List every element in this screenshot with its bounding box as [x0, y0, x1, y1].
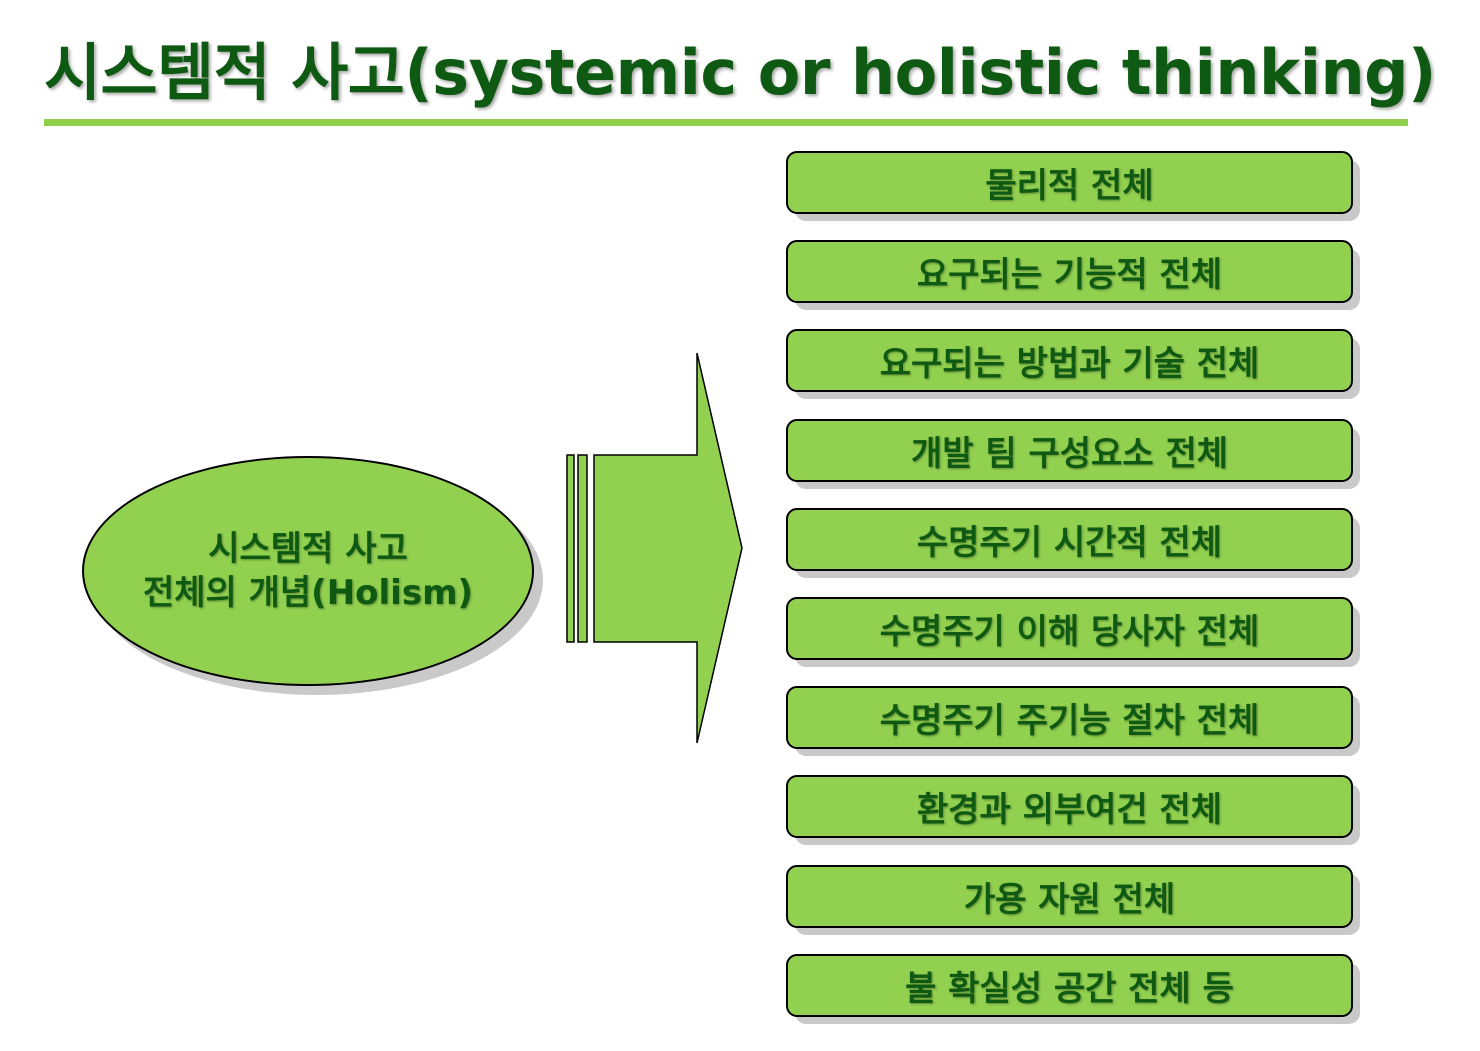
- list-item: 가용 자원 전체: [786, 864, 1366, 954]
- list-item: 요구되는 기능적 전체: [786, 240, 1366, 329]
- item-box: 개발 팀 구성요소 전체: [786, 418, 1353, 482]
- item-box: 환경과 외부여건 전체: [786, 775, 1353, 839]
- item-box: 가용 자원 전체: [786, 864, 1353, 928]
- list-item: 개발 팀 구성요소 전체: [786, 418, 1366, 508]
- item-box: 수명주기 주기능 절차 전체: [786, 686, 1353, 750]
- list-item: 수명주기 주기능 절차 전체: [786, 686, 1366, 775]
- list-item: 물리적 전체: [786, 151, 1366, 240]
- item-box: 요구되는 방법과 기술 전체: [786, 329, 1353, 393]
- concept-line-2: 전체의 개념(Holism): [142, 573, 474, 613]
- slide-title: 시스템적 사고(systemic or holistic thinking): [44, 36, 1436, 109]
- list-item: 수명주기 시간적 전체: [786, 507, 1366, 597]
- item-box: 수명주기 시간적 전체: [786, 507, 1353, 571]
- list-item: 불 확실성 공간 전체 등: [786, 953, 1366, 1043]
- concept-ellipse: 시스템적 사고 전체의 개념(Holism): [82, 456, 534, 686]
- title-underline: [44, 119, 1408, 126]
- item-box: 물리적 전체: [786, 151, 1353, 214]
- list-item: 수명주기 이해 당사자 전체: [786, 596, 1366, 686]
- right-arrow-icon: [566, 352, 743, 744]
- list-item: 환경과 외부여건 전체: [786, 775, 1366, 864]
- item-box: 요구되는 기능적 전체: [786, 240, 1353, 304]
- item-box: 수명주기 이해 당사자 전체: [786, 596, 1353, 660]
- holism-item-list: 물리적 전체 요구되는 기능적 전체 요구되는 방법과 기술 전체 개발 팀 구…: [786, 151, 1366, 1043]
- item-box: 불 확실성 공간 전체 등: [786, 953, 1353, 1017]
- concept-line-1: 시스템적 사고: [208, 529, 408, 569]
- list-item: 요구되는 방법과 기술 전체: [786, 329, 1366, 418]
